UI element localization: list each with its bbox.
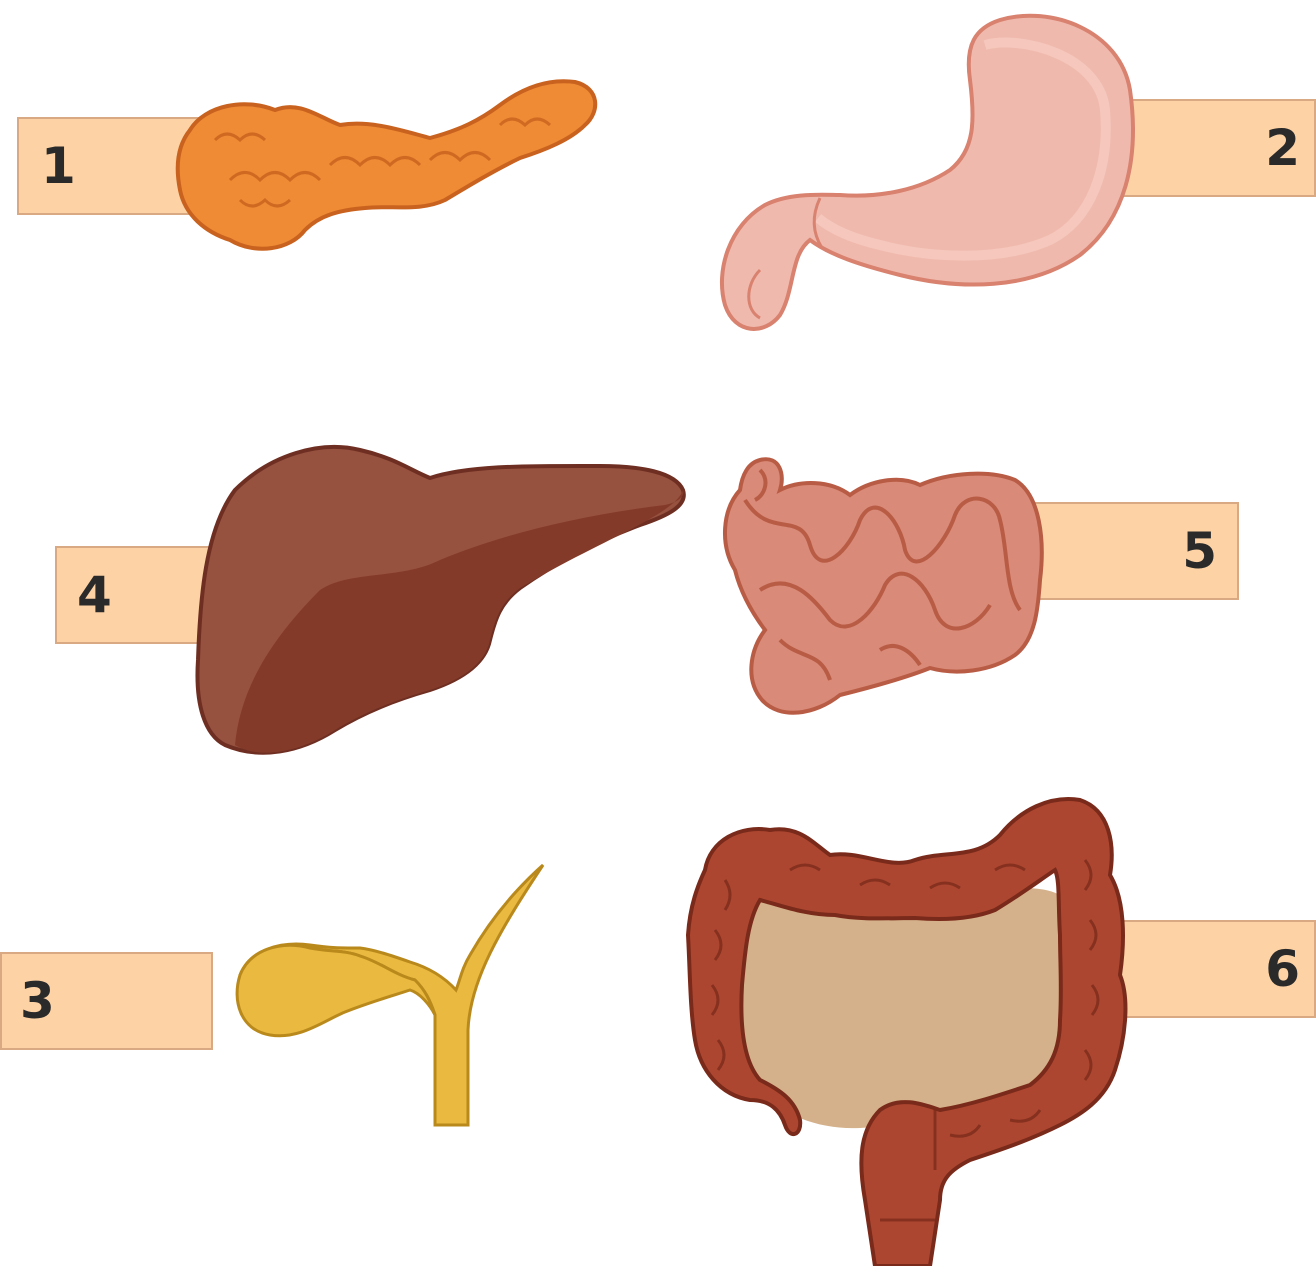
stomach-icon bbox=[722, 16, 1133, 329]
liver-icon bbox=[197, 447, 683, 753]
large-intestine-icon bbox=[688, 799, 1125, 1266]
gallbladder-icon bbox=[237, 865, 543, 1125]
small-intestine-icon bbox=[725, 459, 1042, 713]
pancreas-icon bbox=[178, 81, 596, 248]
